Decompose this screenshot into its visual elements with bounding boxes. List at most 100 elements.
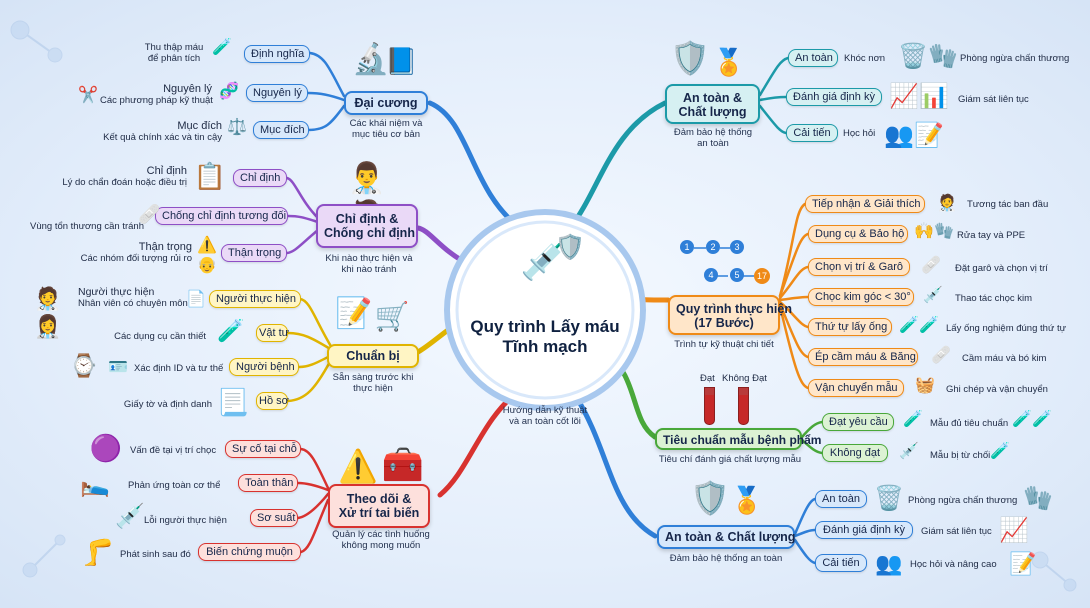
quy-trinh-item-7[interactable]: Vận chuyển mẫu [808,379,904,397]
center-title: Quy trình Lấy máu Tĩnh mạch [465,317,625,357]
dinh-nghia-note1: Thu thập máu [144,42,204,53]
theo-doi-sub: Quản lý các tình huống không mong muốn [325,529,437,551]
nguyen-ly-note2: Các phương pháp kỹ thuật [100,95,213,106]
nguyen-ly-node[interactable]: Nguyên lý [246,84,308,102]
medal-icon: 🏅 [730,485,764,515]
quy-trinh-item-3-note: Đặt garô và chọn vị trí [955,263,1048,274]
chuan-bi-node[interactable]: Chuẩn bị [327,344,419,368]
bien-chung-muon-note: Phát sinh sau đó [120,549,191,560]
nguoi-benh-label: Người bệnh [236,361,295,373]
quy-trinh-item-4[interactable]: Chọc kim góc < 30° [808,288,914,306]
dai-cuong-sub-line2: mục tiêu cơ bản [351,129,420,140]
muc-dich-note1: Mục đích [177,120,222,132]
chi-dinh-sub-line1: Khi nào thực hiện và [325,253,413,264]
so-suat-node[interactable]: Sơ suất [250,509,298,527]
cai-tien-top-node[interactable]: Cải tiến [786,124,838,142]
quy-trinh-item-3[interactable]: Chọn vị trí & Garô [808,258,910,276]
chong-chi-dinh-node[interactable]: Chống chỉ định tương đối [155,207,288,225]
an-toan-top-item-label: An toàn [795,52,833,64]
quy-trinh-item-6[interactable]: Ép cầm máu & Băng [808,348,918,366]
blood-tubes-icon: 🧪 [903,411,923,428]
dai-cuong-node[interactable]: Đại cương [344,91,428,115]
teamwork-icon: 👥 [875,551,903,576]
leg-complication-icon: 🦵 [81,537,115,567]
checklist-cart-icon: 🛒 [374,301,410,332]
an-toan-bottom-sub: Đảm bảo hệ thống an toàn [669,553,783,564]
theo-doi-node[interactable]: Theo dõi & Xử trí tai biến [328,484,430,528]
nguoi-thuc-hien-node[interactable]: Người thực hiện [209,290,301,308]
staff-icon: 🧑‍⚕️👩‍⚕️ [34,286,62,339]
toan-than-label: Toàn thân [245,477,294,489]
bien-chung-muon-node[interactable]: Biến chứng muộn [198,543,301,561]
an-toan-bottom-item-node[interactable]: An toàn [815,490,867,508]
toan-than-note: Phản ứng toàn cơ thể [128,480,221,491]
nguoi-benh-node[interactable]: Người bệnh [229,358,299,376]
clipboard-icon: 📋 [193,161,227,191]
tieu-chuan-sub: Tiêu chí đánh giá chất lượng mẫu [658,454,802,465]
danh-gia-bottom-node[interactable]: Đánh giá định kỳ [815,521,913,539]
chi-dinh-sub-line2: khi nào tránh [341,264,397,275]
quy-trinh-item-7-note: Ghi chép và vận chuyển [946,384,1048,395]
form-icon: 📃 [216,387,250,417]
sharps-bin-icon: 🗑️ [874,485,904,512]
an-toan-top-sub: Đảm bảo hệ thống an toàn [660,127,766,149]
quy-trinh-item-5[interactable]: Thứ tự lấy ống [808,318,892,336]
dat-yeu-cau-label: Đạt yêu cầu [829,416,888,428]
shield-check-icon: 🛡️ [690,480,730,516]
book-icon: 📘 [385,46,418,76]
khong-dat-note: Mẫu bị từ chối [930,450,991,461]
ho-so-node[interactable]: Hồ sơ [256,392,289,410]
tube-bad-icon [738,387,749,425]
dat-yeu-cau-node[interactable]: Đạt yêu cầu [822,413,894,431]
an-toan-bottom-note-3: Học hỏi và nâng cao [910,559,997,570]
an-toan-bottom-note-1: Phòng ngừa chấn thương [908,495,1018,506]
quy-trinh-item-1[interactable]: Tiếp nhận & Giải thích [805,195,925,213]
gloves-icon: 🙌🧤 [914,223,954,240]
doctor-patient-icon: 🧑‍⚕️ [937,195,957,212]
an-toan-top-title-line2: Chất lượng [678,105,747,119]
tieu-chuan-node[interactable]: Tiêu chuẩn mẫu bệnh phẩm [655,428,821,450]
danh-gia-bottom-label: Đánh giá định kỳ [823,524,905,536]
khong-dat-node[interactable]: Không đạt [822,444,888,462]
quy-trinh-item-2-label: Dụng cụ & Bảo hộ [815,228,905,240]
su-co-tai-cho-label: Sự cố tại chỗ [232,443,297,455]
so-suat-label: Sơ suất [257,512,296,524]
quy-trinh-item-2[interactable]: Dụng cụ & Bảo hộ [808,225,908,243]
dinh-nghia-node[interactable]: Định nghĩa [244,45,310,63]
shield-check-icon: 🛡️ [555,234,585,261]
vat-tu-node[interactable]: Vật tư [256,324,289,342]
an-toan-bottom-node[interactable]: An toàn & Chất lượng [657,525,795,549]
step-3: 3 [730,240,744,254]
nguyen-ly-note: Nguyên lý Các phương pháp kỹ thuật [100,84,213,107]
syringe-icon: 💉 [899,443,919,460]
blood-tubes-icon: 🧪🧪 [899,317,939,334]
toan-than-node[interactable]: Toàn thân [238,474,298,492]
cai-tien-top-note: Học hỏi [843,128,876,139]
an-toan-bottom-title: An toàn & Chất lượng [665,530,796,544]
danh-gia-top-node[interactable]: Đánh giá định kỳ [786,88,882,106]
an-toan-top-item-node[interactable]: An toàn [788,49,838,67]
muc-dich-node[interactable]: Mục đích [253,121,309,139]
chi-dinh-item-node[interactable]: Chỉ định [233,169,287,187]
step-1: 1 [680,240,694,254]
quy-trinh-sub: Trình tự kỹ thuật chi tiết [674,339,774,350]
dna-icon: 🧬 [219,83,239,100]
document-icon: 📄 [186,291,206,308]
so-suat-note: Lỗi người thực hiện [144,515,227,526]
an-toan-top-node[interactable]: An toàn & Chất lượng [665,84,760,124]
quy-trinh-node[interactable]: Quy trình thực hiện (17 Bước) [668,295,792,335]
dinh-nghia-note2: để phân tích [147,53,201,64]
than-trong-node[interactable]: Thận trọng [221,244,287,262]
theo-doi-sub-line2: không mong muốn [341,540,421,551]
bruise-icon: 🟣 [89,433,123,463]
tube-ok-icon [704,387,715,425]
su-co-tai-cho-node[interactable]: Sự cố tại chỗ [225,440,301,458]
cai-tien-bottom-node[interactable]: Cải tiến [815,554,867,572]
center-caption-line1: Hướng dẫn kỹ thuật [502,405,588,416]
chi-dinh-node[interactable]: Chỉ định & Chống chỉ định [316,204,418,248]
tourniquet-icon: 🩹 [921,257,941,274]
chong-chi-dinh-note: Vùng tổn thương cần tránh [30,221,144,232]
an-toan-top-title-line1: An toàn & [682,91,743,105]
than-trong-label: Thận trọng [228,247,282,259]
supplies-icon: 🧪 [217,318,245,343]
